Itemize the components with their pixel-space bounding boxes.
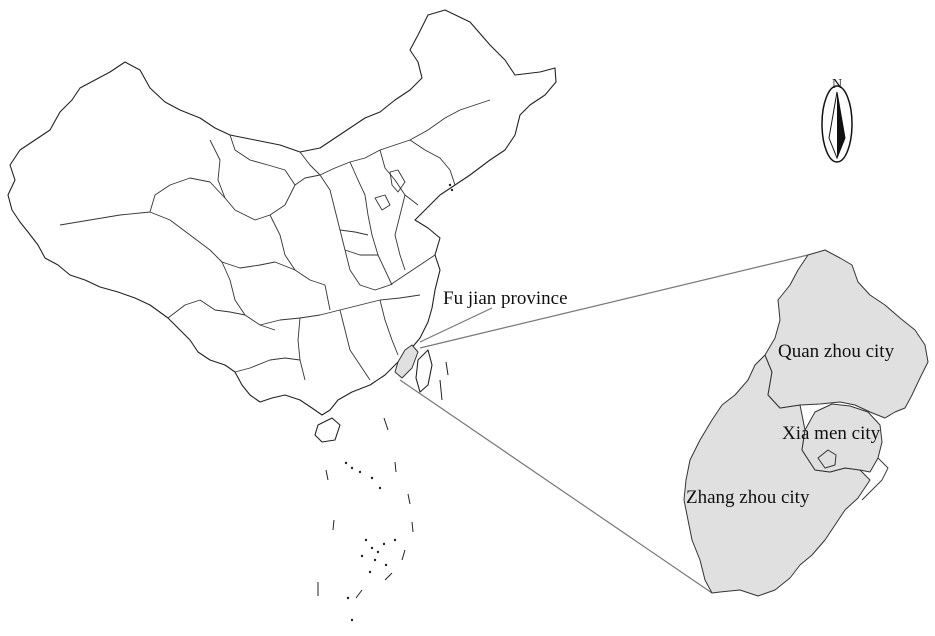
province-pointer (419, 307, 493, 343)
taiwan-island (415, 349, 433, 393)
leader-line-bottom (399, 379, 713, 594)
label-xiamen-city: Xia men city (782, 423, 881, 444)
leader-line-top (419, 254, 809, 349)
hainan-island (314, 417, 341, 443)
north-arrow-letter: N (832, 77, 842, 92)
label-zhangzhou-city: Zhang zhou city (686, 487, 810, 508)
fujian-highlight (394, 344, 419, 379)
xiamen-island (817, 449, 837, 469)
inset-map (683, 249, 929, 597)
south-china-sea-islands (317, 183, 454, 622)
province-borders (59, 99, 491, 381)
inset-coast-detail (861, 457, 889, 501)
quanzhou-region (764, 249, 929, 419)
label-fujian-province: Fu jian province (443, 288, 568, 309)
north-arrow-icon (821, 85, 853, 163)
china-outline (7, 9, 557, 416)
label-quanzhou-city: Quan zhou city (778, 341, 895, 362)
